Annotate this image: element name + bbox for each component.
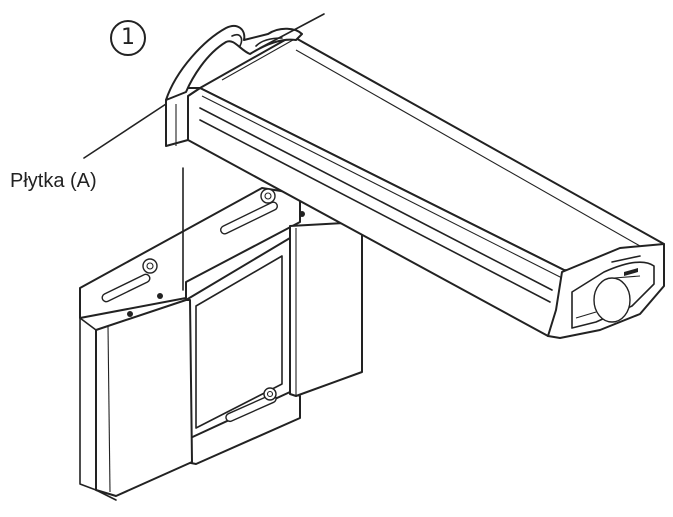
- plate-a: [165, 13, 325, 147]
- callout-leader-line: [83, 103, 167, 159]
- bracket-slot-top: [220, 201, 278, 235]
- bracket-screw-2: [260, 188, 276, 204]
- plate-a-label: Płytka (A): [10, 170, 97, 192]
- bracket-hole-2: [157, 293, 163, 299]
- step-number-badge: 1: [110, 20, 146, 56]
- bracket-right-panel: [289, 221, 363, 397]
- wall-bracket: [79, 187, 363, 501]
- safety-wire: [259, 13, 325, 49]
- bracket-hole-1: [127, 311, 133, 317]
- bracket-slot-left: [101, 273, 151, 303]
- bracket-screw-1: [142, 258, 158, 274]
- extrusion-arm: [187, 35, 665, 339]
- bracket-hole-3: [299, 211, 305, 217]
- bracket-left-panel: [95, 299, 193, 497]
- arm-end-hole: [593, 277, 631, 323]
- bracket-screw-3: [263, 387, 277, 401]
